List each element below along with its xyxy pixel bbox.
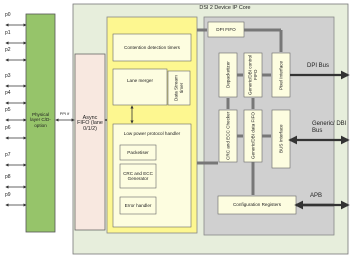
ppi-if-label: PPI if: [59, 111, 70, 117]
pin-label: p7: [5, 152, 11, 158]
packetiser-box: [119, 144, 157, 161]
pin-label: p6: [5, 125, 11, 131]
packetiser-label: Packetiser: [127, 149, 149, 155]
pixel-interface-label: Pixel Interface: [278, 60, 284, 90]
crc-ecc-gen-box: [119, 163, 157, 189]
contention-label: Contention detection timers: [124, 44, 180, 50]
depacketizer-label: Depacketizer: [225, 61, 231, 89]
config-registers-label: Configuration Registers: [232, 202, 281, 208]
physical-layer-block: [25, 13, 56, 233]
pin-label: p3: [5, 73, 11, 79]
error-handler-label: Error handler: [124, 202, 152, 208]
pin-label: p4: [5, 90, 11, 96]
crc-ecc-checker-label: CRC and ECC Checker: [225, 111, 231, 161]
generic-dbi-bus-label: Generic/ DBI Bus: [312, 121, 347, 134]
async-fifo-label: Async FIFO (lane 0/1/2): [77, 114, 103, 132]
error-handler-box: [119, 196, 157, 215]
pin-label: p8: [5, 174, 11, 180]
phy-label: Physical layer C/D- option: [30, 111, 51, 128]
generic-ctrl-fifo-label: Generic/DBI control FIFO: [247, 54, 258, 96]
lane-merger-box: [112, 68, 168, 106]
data-stream-timer-label: Data Stream timer: [173, 75, 184, 101]
core-title: DSI 2 Device IP Core: [199, 5, 251, 12]
data-stream-timer-box: [167, 70, 191, 106]
crc-ecc-gen-label: CRC and ECC Generator: [123, 170, 153, 181]
async-fifo-block: [74, 53, 106, 231]
pin-label: p0: [5, 12, 11, 18]
bus-interface-label: BUS Interface: [278, 124, 284, 154]
generic-data-fifo-label: Generic/DBI data FIFO: [250, 112, 256, 160]
pin-lines: [5, 23, 27, 207]
pin-label: p1: [5, 30, 11, 36]
apb-label: APB: [310, 193, 323, 199]
pin-label: p9: [5, 192, 11, 198]
dpi-bus-label: DPI Bus: [307, 63, 330, 69]
lane-merger-label: Lane merger: [126, 78, 154, 84]
pin-label: p2: [5, 47, 11, 53]
pin-label: p5: [5, 107, 11, 113]
contention-box: [112, 33, 192, 62]
dpi-fifo-label: DPI FIFO: [216, 26, 236, 32]
lp-handler-label: Low power protocol handler: [123, 131, 181, 137]
